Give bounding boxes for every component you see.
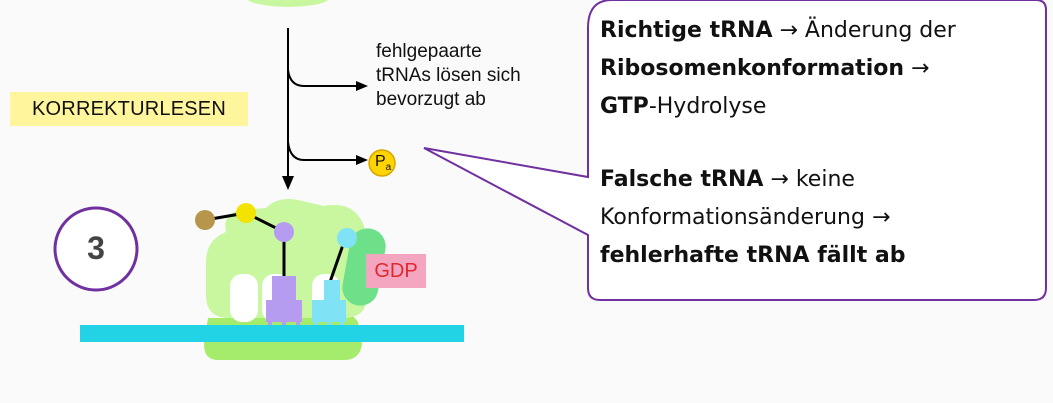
step-number: 3 (87, 230, 105, 266)
correct-line-2: Ribosomenkonformation → (600, 50, 1040, 88)
callout-text: Richtige tRNA → Änderung der Ribosomenko… (600, 12, 1040, 275)
main-arrow-head (282, 176, 294, 190)
branch-arrow-upper-head (356, 81, 368, 91)
arrow-glyph: → (911, 56, 930, 81)
anticodon-purple-1 (268, 312, 272, 328)
anticodon-cyan-2 (327, 312, 331, 328)
ribosome-site-e (230, 274, 258, 322)
branch-arrow-lower-head (356, 155, 368, 165)
gdp-box (366, 254, 426, 288)
mrna-strand (80, 325, 464, 342)
gtp-term: GTP (600, 94, 649, 119)
step-number-circle (53, 206, 139, 292)
proofreading-label: KORREKTURLESEN (10, 92, 248, 126)
correct-trna-term: Richtige tRNA (600, 18, 773, 43)
branch-arrow-upper (287, 69, 358, 87)
wrong-line-1: Falsche tRNA → keine (600, 161, 1040, 199)
callout-spacer (600, 126, 1040, 161)
hydrolysis-term: -Hydrolyse (648, 94, 767, 119)
phosphate-subscript: a (385, 162, 392, 174)
amino-acid-cyan (337, 228, 357, 248)
wrong-line-3: fehlerhafte tRNA fällt ab (600, 237, 1040, 275)
branch-arrow-lower (287, 141, 358, 161)
correct-line-1-rest: Änderung der (804, 18, 956, 43)
arrow-glyph: → (871, 205, 891, 230)
branch-text-line-2: tRNAs lösen sich (376, 65, 521, 86)
correct-line-1: Richtige tRNA → Änderung der (600, 12, 1040, 50)
branch-text-line-3: bevorzugt ab (376, 89, 486, 110)
phosphate-letter: P (375, 153, 386, 170)
anticodon-purple-2 (282, 312, 286, 328)
wrong-line-2: Konformationsänderung → (600, 199, 1040, 237)
amino-acid-yellow (236, 203, 256, 223)
arrow-glyph: → (770, 167, 789, 192)
phosphate-label: Pa (375, 153, 391, 177)
amino-acid-purple (274, 222, 294, 242)
previous-step-fragment (248, 0, 328, 7)
phosphate-icon (368, 149, 396, 177)
branch-text-line-1: fehlgepaarte (376, 41, 482, 62)
no-conformation-change-term: Konformationsänderung (600, 205, 865, 230)
anticodon-cyan-1 (314, 312, 318, 328)
amino-acid-brown (195, 210, 215, 230)
trna-cyan (312, 280, 346, 322)
anticodon-purple-3 (296, 312, 300, 328)
callout-bubble (423, 0, 1047, 301)
faulty-trna-drops-term: fehlerhafte tRNA fällt ab (600, 243, 906, 268)
wrong-line-1-rest: keine (795, 167, 855, 192)
wrong-trna-term: Falsche tRNA (600, 167, 764, 192)
trna-purple (266, 276, 302, 322)
ribosome-conformation-term: Ribosomenkonformation (600, 56, 905, 81)
correct-line-3: GTP-Hydrolyse (600, 88, 1040, 126)
arrow-glyph: → (779, 18, 798, 43)
gdp-label: GDP (374, 260, 418, 282)
anticodon-cyan-3 (340, 312, 344, 328)
trna-stem-cyan (328, 241, 346, 283)
